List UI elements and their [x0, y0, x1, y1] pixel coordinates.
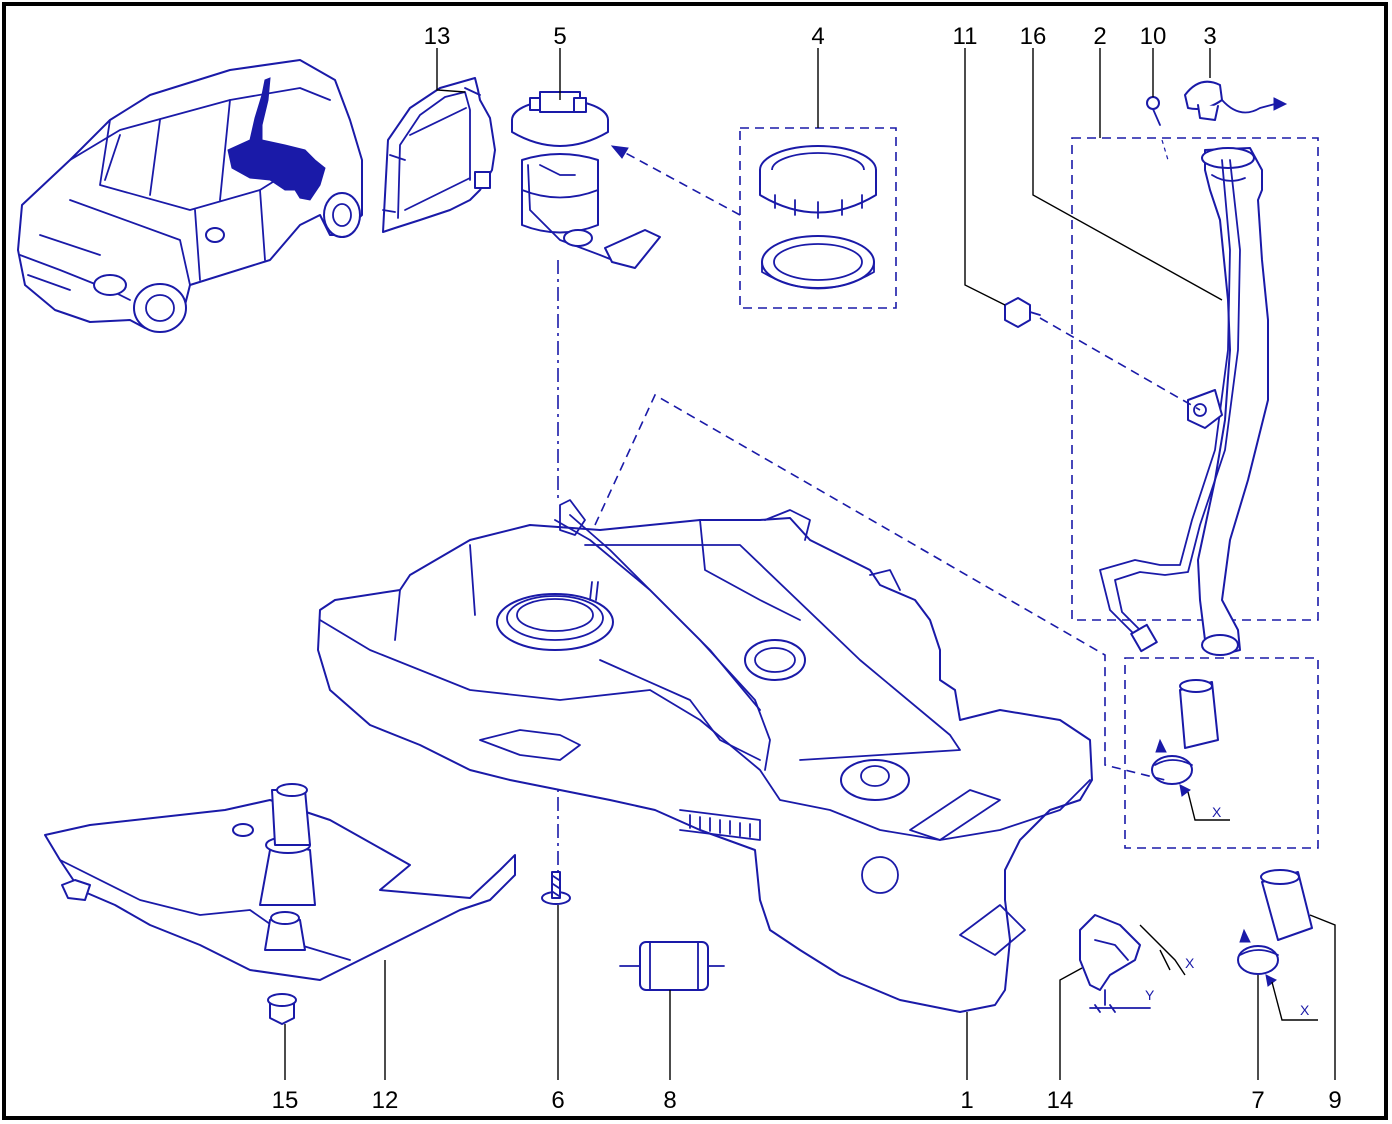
- assembly-arrow-ring-to-pump: [619, 149, 741, 216]
- callout-16: 16: [1020, 23, 1047, 50]
- callout-3: 3: [1203, 23, 1216, 50]
- callout-15: 15: [272, 1087, 299, 1114]
- label-x-clip-7: X: [1300, 1002, 1310, 1018]
- filler-hose-and-clip: X: [1124, 657, 1319, 849]
- callout-6: 6: [551, 1087, 564, 1114]
- leader-lines: [284, 48, 1336, 1080]
- callout-14: 14: [1047, 1087, 1074, 1114]
- callout-13: 13: [424, 23, 451, 50]
- part-15-nut: [267, 993, 297, 1025]
- callout-numbers: 13 5 4 11 16 2 10 3 15 12 6 8 1 14 7 9: [272, 23, 1342, 1114]
- part-13-tank-bracket: [382, 77, 496, 233]
- vent-assembly-line: [594, 393, 1166, 781]
- bolt-assembly-line: [1039, 317, 1201, 411]
- part-14-clip: X Y: [1079, 914, 1195, 1013]
- callout-12: 12: [372, 1087, 399, 1114]
- arrow-head: [610, 145, 629, 159]
- part-3-fuel-cap-sensor: [1184, 80, 1288, 121]
- part-9-hose: [1260, 869, 1313, 941]
- part-12-tank-heat-shield: [44, 783, 516, 981]
- part-7-clip: X: [1237, 928, 1318, 1021]
- part-2-filler-neck-group: [1071, 137, 1319, 656]
- label-x-upper: X: [1212, 804, 1222, 820]
- callout-10: 10: [1140, 23, 1167, 50]
- label-y-clip-14: Y: [1145, 987, 1155, 1003]
- part-8-fuel-filter: [619, 941, 725, 991]
- callout-2: 2: [1093, 23, 1106, 50]
- callout-8: 8: [663, 1087, 676, 1114]
- callout-9: 9: [1328, 1087, 1341, 1114]
- part-5-fuel-pump-module: [511, 91, 661, 269]
- callout-5: 5: [553, 23, 566, 50]
- callout-7: 7: [1251, 1087, 1264, 1114]
- part-10-screw: [1146, 96, 1169, 161]
- vehicle-location-illustration: [17, 59, 363, 333]
- highlighted-fuel-tank: [227, 77, 326, 201]
- label-x-clip-14: X: [1185, 955, 1195, 971]
- callout-11: 11: [953, 23, 978, 50]
- part-4-locking-ring-and-seal: [739, 127, 897, 309]
- part-6-screw: [541, 871, 571, 905]
- part-1-fuel-tank: [317, 499, 1093, 1013]
- callout-1: 1: [960, 1087, 973, 1114]
- part-11-bolt: [1004, 297, 1041, 328]
- callout-4: 4: [811, 23, 824, 50]
